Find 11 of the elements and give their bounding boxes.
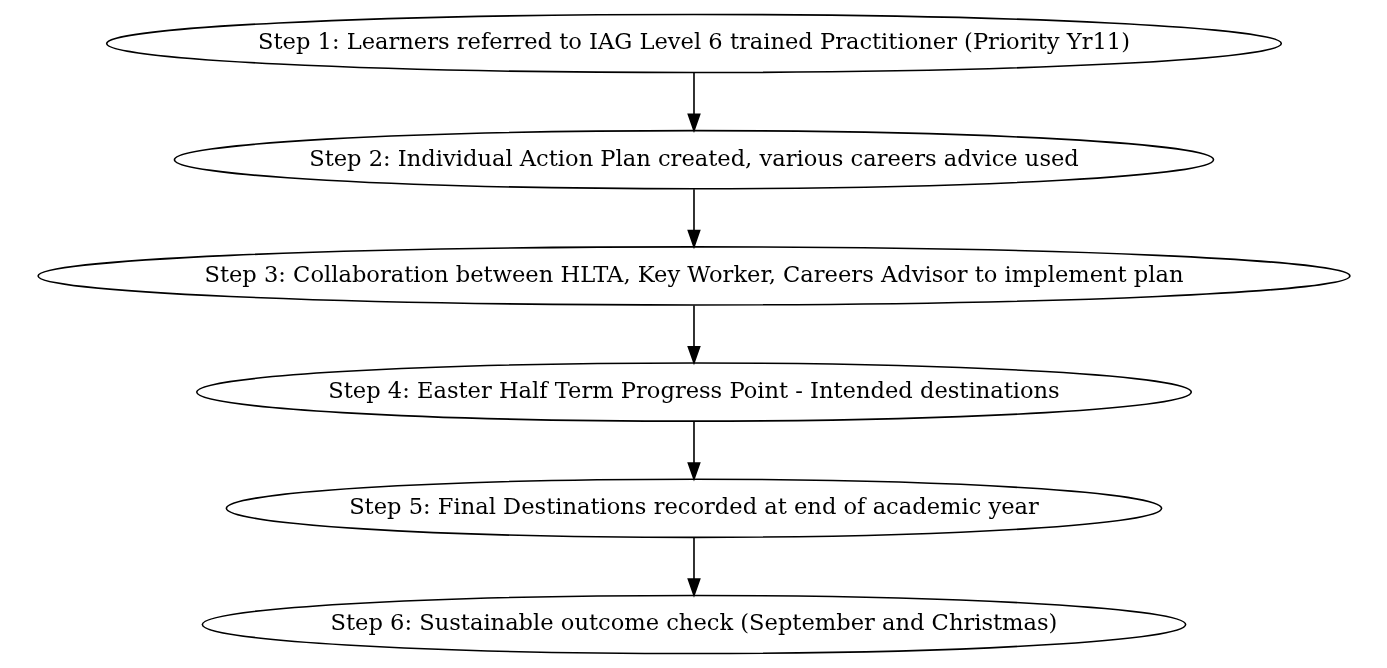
arrow (686, 304, 701, 366)
node-ellipse: Step 1: Learners referred to IAG Level 6 trained Practitioner (Priority Yr11) (105, 13, 1282, 74)
arrow (686, 537, 701, 598)
arrow (686, 420, 701, 482)
node-ellipse: Step 4: Easter Half Term Progress Point - Intended destinations (195, 362, 1192, 422)
node-ellipse: Step 2: Individual Action Plan created, various careers advice used (173, 129, 1214, 190)
arrow (686, 72, 701, 133)
node-ellipse: Step 3: Collaboration between HLTA, Key Worker, Careers Advisor to implement plan (36, 246, 1351, 306)
node-ellipse: Step 5: Final Destinations recorded at end of academic year (225, 478, 1162, 539)
node-ellipse: Step 6: Sustainable outcome check (September and Christmas) (201, 594, 1186, 655)
arrow (686, 188, 701, 250)
